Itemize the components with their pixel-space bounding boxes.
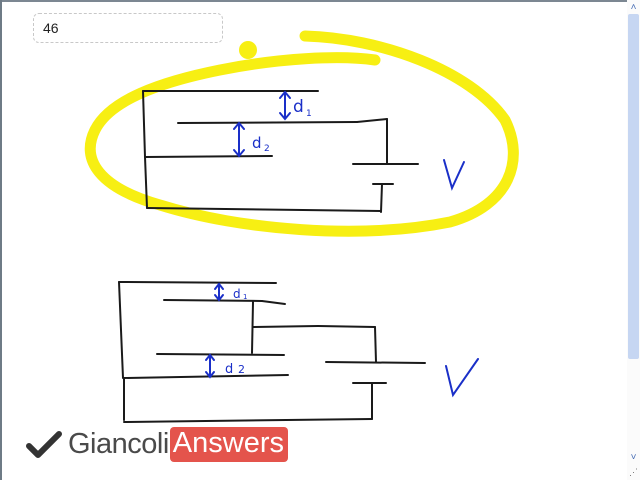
top-circuit-labels: d 1 d 2 bbox=[252, 97, 312, 154]
label-d1-top: d bbox=[293, 97, 304, 117]
check-icon bbox=[26, 431, 62, 458]
window-frame-left bbox=[0, 0, 2, 480]
svg-text:2: 2 bbox=[264, 144, 270, 154]
whiteboard-canvas: d 1 d 2 d 1 d 2 bbox=[84, 30, 519, 423]
top-circuit-annotations bbox=[233, 90, 465, 191]
svg-text:1: 1 bbox=[306, 109, 312, 119]
label-d1-bottom: d bbox=[233, 287, 241, 301]
bottom-circuit-annotations bbox=[205, 282, 479, 398]
label-d2-bottom: d bbox=[225, 362, 233, 377]
logo-brand-giancoli: Giancoli bbox=[68, 427, 169, 460]
scroll-up-arrow-icon[interactable]: ˄ bbox=[630, 2, 637, 13]
svg-text:2: 2 bbox=[238, 363, 245, 376]
page-number-box[interactable]: 46 bbox=[33, 13, 223, 43]
svg-text:1: 1 bbox=[243, 293, 247, 301]
top-circuit-diagram bbox=[142, 90, 419, 213]
vertical-scrollbar[interactable]: ˄ ˅ ⋰ bbox=[627, 0, 640, 480]
giancoli-answers-logo: Giancoli Answers bbox=[26, 426, 288, 462]
resize-grip-icon[interactable]: ⋰ bbox=[629, 467, 638, 477]
yellow-highlight-loop bbox=[84, 30, 519, 237]
label-d2-top: d bbox=[252, 134, 262, 152]
scroll-down-arrow-icon[interactable]: ˅ bbox=[630, 452, 637, 463]
bottom-circuit-diagram bbox=[118, 281, 426, 423]
window-frame-top bbox=[0, 0, 640, 2]
bottom-circuit-labels: d 1 d 2 bbox=[225, 287, 247, 377]
logo-brand-answers: Answers bbox=[169, 426, 288, 462]
page-number-value: 46 bbox=[43, 20, 59, 36]
scroll-thumb[interactable] bbox=[628, 14, 639, 359]
